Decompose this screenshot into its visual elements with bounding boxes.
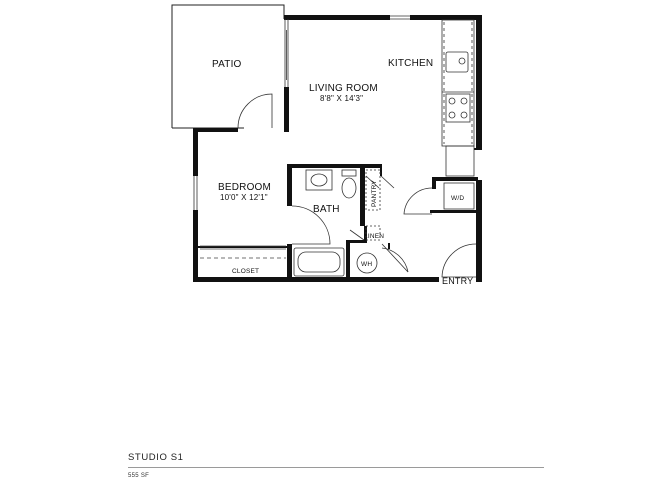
washer-dryer (443, 182, 475, 210)
bathtub (293, 247, 345, 277)
plan-footer: STUDIO S1 555 SF (128, 452, 544, 479)
vanity-sink (305, 169, 333, 191)
closet-doors (200, 245, 286, 259)
water-heater-label: WH (361, 261, 372, 268)
living-room-label: LIVING ROOM (309, 83, 378, 94)
range-cooktop (445, 93, 471, 123)
windows (193, 15, 410, 210)
bedroom-dimensions: 10'0" X 12'1" (220, 193, 268, 202)
footer-divider (128, 467, 544, 468)
refrigerator (445, 145, 475, 177)
interior-walls (197, 164, 478, 282)
linen-label: LINEN (364, 233, 384, 240)
bath-fixtures (293, 169, 381, 277)
door-swings (237, 93, 477, 278)
washer-dryer-label: W/D (451, 195, 464, 202)
toilet-bowl (341, 177, 357, 199)
exterior-walls (193, 15, 482, 282)
kitchen-counter (441, 19, 475, 210)
water-heater (356, 252, 378, 274)
kitchen-sink (445, 51, 469, 73)
pantry-label: PANTRY (371, 180, 378, 207)
bath-label: BATH (313, 204, 340, 215)
patio-label: PATIO (212, 59, 242, 70)
living-room-dimensions: 8'8" X 14'3" (320, 94, 363, 103)
entry-label: ENTRY (442, 276, 473, 286)
plan-name: STUDIO S1 (128, 452, 184, 463)
kitchen-label: KITCHEN (388, 58, 433, 69)
toilet-tank (341, 169, 357, 177)
closet-label: CLOSET (232, 268, 259, 275)
square-footage: 555 SF (128, 473, 150, 479)
bedroom-label: BEDROOM (218, 182, 271, 193)
